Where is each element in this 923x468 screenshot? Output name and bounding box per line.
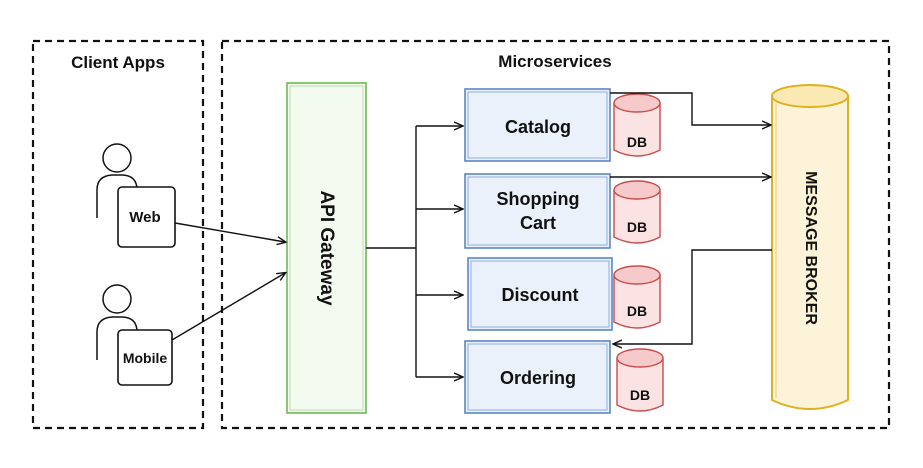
service-discount: Discount — [467, 257, 613, 331]
client-web: Web — [96, 143, 176, 248]
client-mobile: Mobile — [96, 284, 173, 386]
arrow-icon — [610, 92, 770, 125]
api-gateway-label: API Gateway — [316, 190, 337, 306]
catalog-db-label: DB — [627, 134, 647, 150]
mobile-label: Mobile — [123, 350, 168, 366]
client-apps-title: Client Apps — [71, 53, 165, 72]
catalog-label: Catalog — [505, 117, 571, 137]
database-icon: DB — [613, 93, 661, 157]
ordering-label: Ordering — [500, 368, 576, 388]
ordering-db-label: DB — [630, 387, 650, 403]
client-apps-group: Client Apps — [31, 39, 205, 430]
message-broker-label: MESSAGE BROKER — [802, 171, 819, 325]
gateway-service-edges — [366, 126, 462, 377]
service-ordering: Ordering — [464, 340, 611, 414]
shopping-cart-label-line1: Shopping — [497, 189, 580, 209]
shopping-cart-label-line2: Cart — [520, 213, 556, 233]
discount-db-label: DB — [627, 303, 647, 319]
web-label: Web — [129, 209, 160, 226]
microservices-title: Microservices — [498, 52, 611, 71]
api-gateway: API Gateway — [286, 82, 367, 414]
arrow-icon — [171, 273, 285, 341]
message-broker: MESSAGE BROKER — [771, 84, 849, 410]
database-icon: DB — [613, 180, 661, 244]
arrow-icon — [614, 249, 772, 344]
discount-label: Discount — [501, 285, 578, 305]
client-gateway-edges — [171, 222, 285, 341]
shopping-cart-db-label: DB — [627, 219, 647, 235]
database-icon: DB — [616, 348, 664, 412]
service-shopping-cart: Shopping Cart — [464, 173, 611, 249]
microservices-group: Microservices — [220, 39, 891, 430]
broker-edges — [610, 92, 772, 344]
service-catalog: Catalog — [464, 88, 611, 162]
database-icon: DB — [613, 265, 661, 329]
arrow-icon — [174, 222, 285, 242]
